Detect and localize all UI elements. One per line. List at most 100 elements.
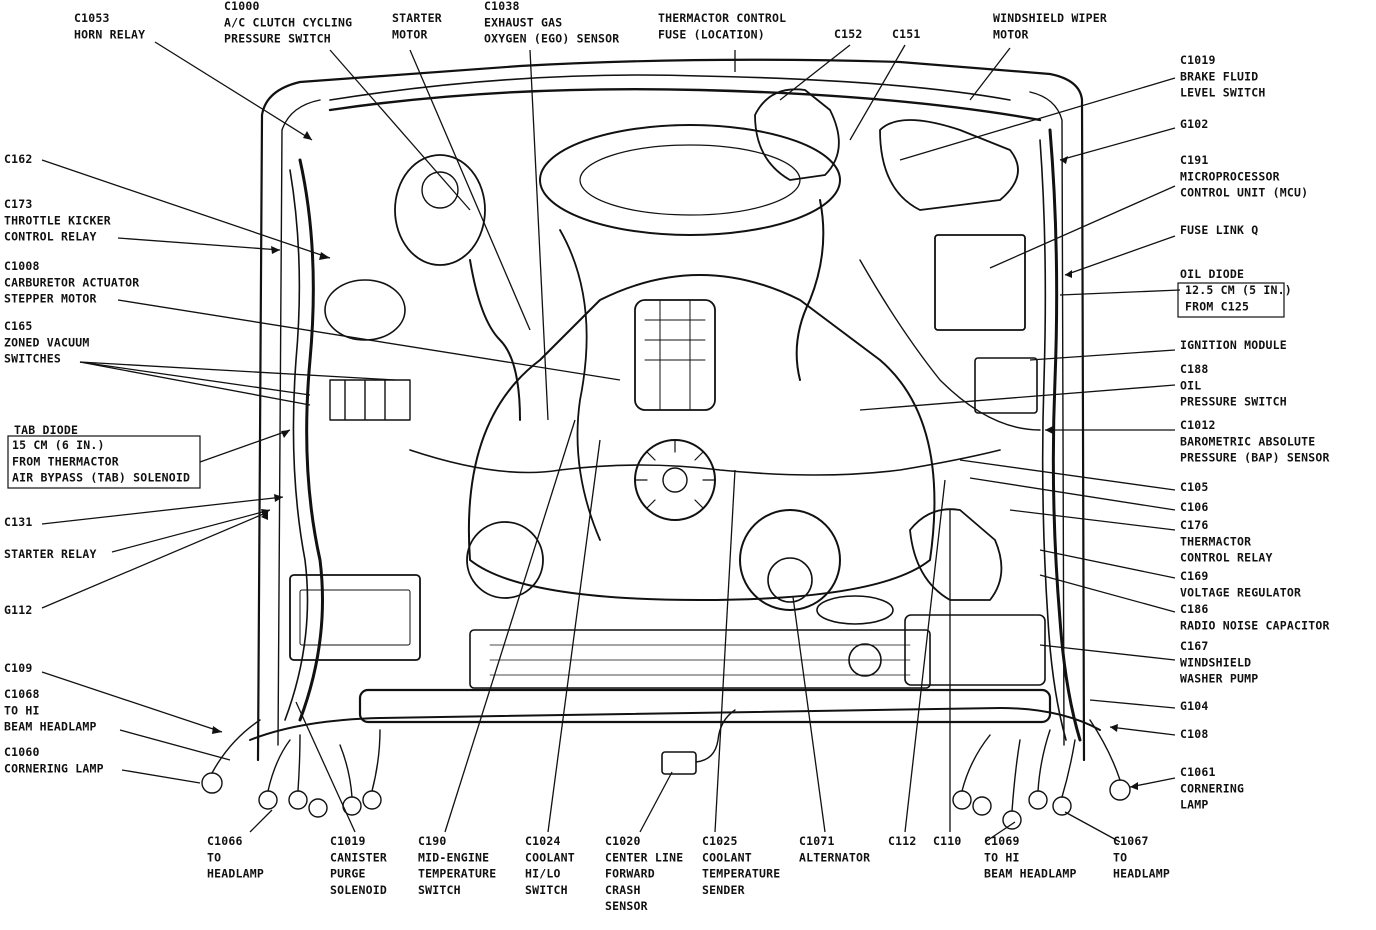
harness-cross	[559, 229, 601, 541]
leader-c105	[959, 459, 1176, 491]
label-c1019-canister-line-0: C1019	[330, 834, 366, 848]
distributor-center	[662, 467, 688, 493]
leader-c176	[1009, 509, 1176, 531]
fan-pulley	[466, 521, 544, 599]
leader-c162	[41, 159, 331, 259]
label-c1025-line-0: C1025	[702, 834, 738, 848]
label-c1008-line-1: CARBURETOR ACTUATOR	[4, 275, 139, 289]
label-c173-line-2: CONTROL RELAY	[4, 230, 97, 244]
leader-c165-b	[79, 361, 311, 406]
leader-starter-relay	[111, 509, 271, 553]
label-c1053-line-0: C1053	[74, 11, 110, 25]
label-c1019-canister-line-3: SOLENOID	[330, 883, 387, 897]
label-c162-line-0: C162	[4, 152, 33, 166]
leader-c1053	[154, 41, 313, 141]
harness-right-2	[1039, 139, 1067, 741]
label-c1025-line-2: TEMPERATURE	[702, 867, 780, 881]
water-pump	[816, 595, 894, 625]
label-starter-relay-line-0: STARTER RELAY	[4, 547, 97, 561]
label-c108-line-0: C108	[1180, 727, 1209, 741]
label-tab-diode-line-0: TAB DIODE	[14, 423, 78, 437]
label-ignition-module-line-0: IGNITION MODULE	[1180, 338, 1287, 352]
label-c1069-line-2: BEAM HEADLAMP	[984, 867, 1077, 881]
headlamp-connectors-right	[952, 719, 1131, 830]
label-c1008-line-0: C1008	[4, 259, 40, 273]
engine-compartment-illustration	[201, 58, 1131, 830]
label-c112: C112	[888, 834, 917, 848]
leader-c1008	[117, 299, 621, 381]
label-g112-line-0: G112	[4, 603, 33, 617]
label-c1066-line-2: HEADLAMP	[207, 867, 264, 881]
label-wiper-motor-line-1: MOTOR	[993, 27, 1029, 41]
label-c131: C131	[4, 515, 33, 529]
leader-c1067	[1064, 811, 1121, 843]
ignition-module-box	[974, 357, 1038, 414]
label-oil-diode-box-line-1: FROM C125	[1185, 299, 1249, 313]
label-c1020-line-0: C1020	[605, 834, 641, 848]
label-c167-line-1: WINDSHIELD	[1180, 655, 1251, 669]
horn	[848, 643, 882, 677]
label-c1020-line-1: CENTER LINE	[605, 850, 683, 864]
leader-c1024	[547, 439, 601, 833]
harness-right	[1048, 128, 1082, 742]
leader-c152	[779, 44, 851, 101]
headlamp-connectors-left	[201, 719, 382, 818]
label-c106: C106	[1180, 500, 1209, 514]
label-c169-line-0: C169	[1180, 569, 1209, 583]
label-c1067-line-1: TO	[1113, 850, 1127, 864]
label-c1019-brake-line-1: BRAKE FLUID	[1180, 69, 1258, 83]
label-c152-line-0: C152	[834, 27, 863, 41]
label-c1020-line-2: FORWARD	[605, 867, 655, 881]
brake-master-cylinder	[879, 119, 1019, 211]
leader-c109	[41, 671, 223, 733]
label-c1071-line-0: C1071	[799, 834, 835, 848]
label-c176-line-2: CONTROL RELAY	[1180, 551, 1273, 565]
label-c162: C162	[4, 152, 33, 166]
label-c1025-line-3: SENDER	[702, 883, 745, 897]
label-oil-diode-box-line-0: 12.5 CM (5 IN.)	[1185, 283, 1292, 297]
leader-c165-c	[79, 361, 396, 381]
leader-starter-motor	[409, 49, 531, 331]
fender-outline	[256, 58, 1086, 762]
label-c1019-brake-line-0: C1019	[1180, 53, 1216, 67]
label-tab-diode-box-line-2: AIR BYPASS (TAB) SOLENOID	[12, 471, 190, 485]
label-c1068-line-1: TO HI	[4, 703, 40, 717]
label-c106-line-0: C106	[1180, 500, 1209, 514]
bracket-right	[904, 614, 1046, 686]
leader-c112	[904, 479, 946, 833]
mcu-box	[934, 234, 1026, 331]
label-c1020-line-4: SENSOR	[605, 899, 648, 913]
label-c1069-line-1: TO HI	[984, 850, 1020, 864]
label-oil-diode-box: 12.5 CM (5 IN.) FROM C125	[1185, 283, 1292, 313]
label-c110-line-0: C110	[933, 834, 962, 848]
leader-c1068	[119, 729, 231, 761]
battery	[289, 574, 421, 661]
air-cleaner-inner	[579, 144, 801, 216]
label-c1060-line-1: CORNERING LAMP	[4, 761, 104, 775]
battery-cells	[299, 589, 411, 646]
leader-c191	[989, 185, 1176, 269]
oil-diode-note-box	[1177, 282, 1285, 318]
label-starter-motor-line-0: STARTER	[392, 11, 442, 25]
label-c1024-line-1: COOLANT	[525, 850, 575, 864]
label-c105-line-0: C105	[1180, 480, 1209, 494]
label-c1019-canister-line-2: PURGE	[330, 867, 366, 881]
hose-2	[795, 199, 825, 381]
carburetor	[634, 299, 716, 411]
leader-c190	[444, 419, 576, 833]
label-c1019-brake-line-2: LEVEL SWITCH	[1180, 86, 1265, 100]
harness-mid	[409, 449, 1001, 476]
label-c1068-line-0: C1068	[4, 687, 40, 701]
